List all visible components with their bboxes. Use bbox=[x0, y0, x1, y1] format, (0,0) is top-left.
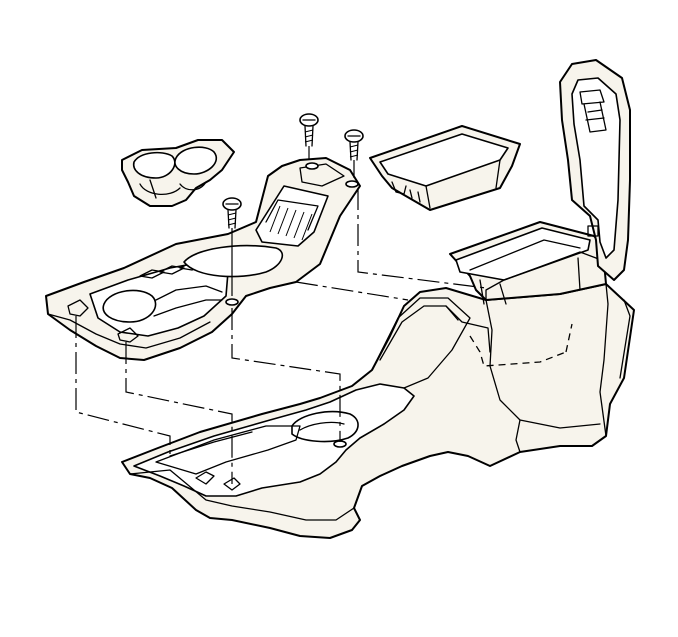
console-base bbox=[121, 283, 635, 539]
armrest-storage-bin bbox=[449, 221, 611, 305]
storage-tray bbox=[369, 125, 521, 211]
screw-icon bbox=[222, 197, 242, 229]
armrest-lid bbox=[559, 59, 631, 281]
screw-icon bbox=[299, 113, 319, 147]
front-console-trim bbox=[45, 157, 361, 361]
screws bbox=[222, 113, 364, 229]
cup-holder-insert bbox=[121, 139, 235, 207]
screw-icon bbox=[344, 129, 364, 161]
assembly-leader-lines bbox=[75, 146, 487, 484]
